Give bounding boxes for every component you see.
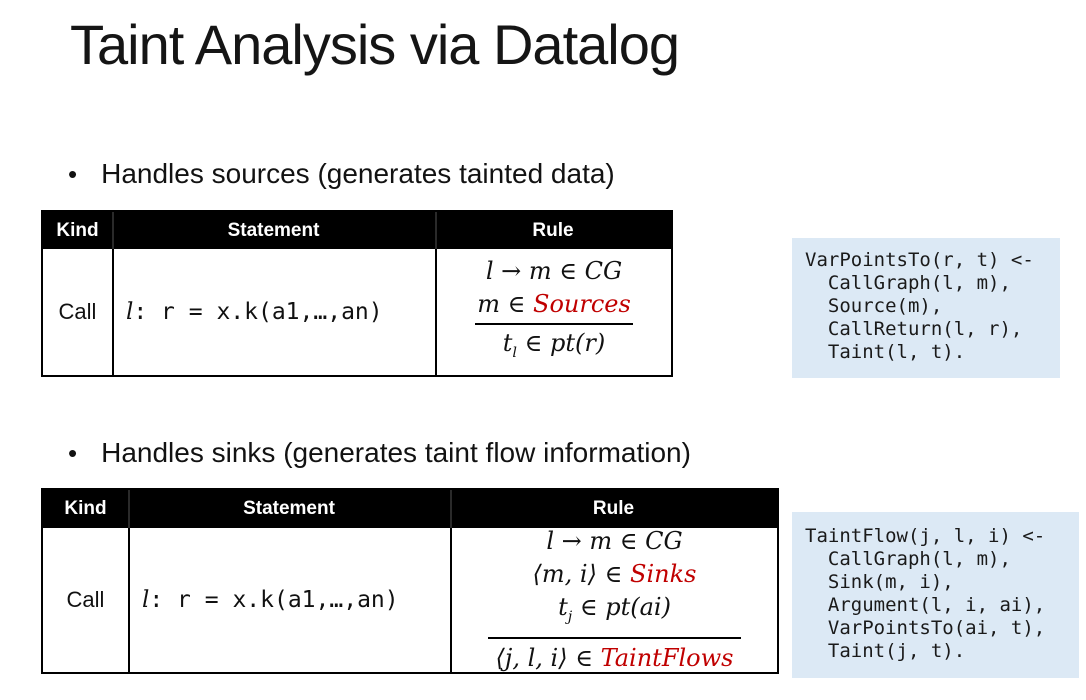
sources-header-statement: Statement xyxy=(112,212,435,249)
sinks-rule-premise-2: ⟨m, i⟩ ∈ Sinks xyxy=(533,558,697,591)
datalog-code-taintflow-text: TaintFlow(j, l, i) <- CallGraph(l, m), S… xyxy=(805,525,1046,662)
premise-rest: ∈ pt(ai) xyxy=(572,593,671,622)
sources-header-kind: Kind xyxy=(43,212,112,249)
sources-kind-cell: Call xyxy=(43,249,112,375)
conclusion-subscript: l xyxy=(512,344,518,361)
sources-rule-cell: l → m ∈ CG m ∈ Sources tl ∈ pt(r) xyxy=(435,249,671,375)
conclusion-rest: ∈ pt(r) xyxy=(517,328,606,357)
bullet-item-sinks: • Handles sinks (generates taint flow in… xyxy=(68,437,691,469)
statement-label-var: l xyxy=(142,587,150,613)
sinks-header-statement: Statement xyxy=(128,490,450,528)
bullet-dot-icon: • xyxy=(68,438,78,468)
taintflows-relation-name: TaintFlows xyxy=(600,643,734,672)
bullet-sinks-label: Handles sinks (generates taint flow info… xyxy=(101,437,691,468)
sinks-header-kind: Kind xyxy=(43,490,128,528)
datalog-code-varpointsto-text: VarPointsTo(r, t) <- CallGraph(l, m), So… xyxy=(805,249,1034,363)
datalog-code-taintflow: TaintFlow(j, l, i) <- CallGraph(l, m), S… xyxy=(792,512,1079,678)
conclusion-base: t xyxy=(502,328,513,357)
premise-prefix: m ∈ xyxy=(477,289,533,318)
sinks-header-rule: Rule xyxy=(450,490,777,528)
bullet-item-sources: • Handles sources (generates tainted dat… xyxy=(68,158,615,190)
sinks-relation-name: Sinks xyxy=(630,560,697,589)
bullet-dot-icon: • xyxy=(68,159,78,189)
sinks-statement-cell: l: r = x.k(a1,…,an) xyxy=(128,528,450,672)
sources-rule-premise-1: l → m ∈ CG xyxy=(485,256,623,285)
sources-relation-name: Sources xyxy=(533,289,631,318)
statement-rest: : r = x.k(a1,…,an) xyxy=(149,587,399,613)
sources-rule-conclusion: tl ∈ pt(r) xyxy=(503,327,606,370)
sinks-rule-premise-1: l → m ∈ CG xyxy=(546,527,683,556)
conclusion-prefix: ⟨j, l, i⟩ ∈ xyxy=(495,643,601,672)
premise-subscript: j xyxy=(567,608,573,625)
sources-table: Kind Statement Rule Call l: r = x.k(a1,…… xyxy=(41,210,673,377)
sinks-kind-cell: Call xyxy=(43,528,128,672)
premise-prefix: ⟨m, i⟩ ∈ xyxy=(532,560,630,589)
sources-statement-cell: l: r = x.k(a1,…,an) xyxy=(112,249,435,375)
sources-header-rule: Rule xyxy=(435,212,671,249)
sources-rule-premise-2: m ∈ Sources xyxy=(475,288,633,325)
sinks-table: Kind Statement Rule Call l: r = x.k(a1,…… xyxy=(41,488,779,674)
statement-label-var: l xyxy=(126,299,134,325)
sinks-rule-cell: l → m ∈ CG ⟨m, i⟩ ∈ Sinks tj ∈ pt(ai) ⟨j… xyxy=(450,527,777,675)
premise-base: t xyxy=(558,593,568,622)
sinks-rule-conclusion: ⟨j, l, i⟩ ∈ TaintFlows xyxy=(487,636,742,675)
bullet-sources-label: Handles sources (generates tainted data) xyxy=(101,158,615,189)
sinks-rule-premise-3: tj ∈ pt(ai) xyxy=(558,591,671,634)
statement-rest: : r = x.k(a1,…,an) xyxy=(133,299,383,325)
datalog-code-varpointsto: VarPointsTo(r, t) <- CallGraph(l, m), So… xyxy=(792,238,1060,378)
slide-title: Taint Analysis via Datalog xyxy=(70,13,680,76)
